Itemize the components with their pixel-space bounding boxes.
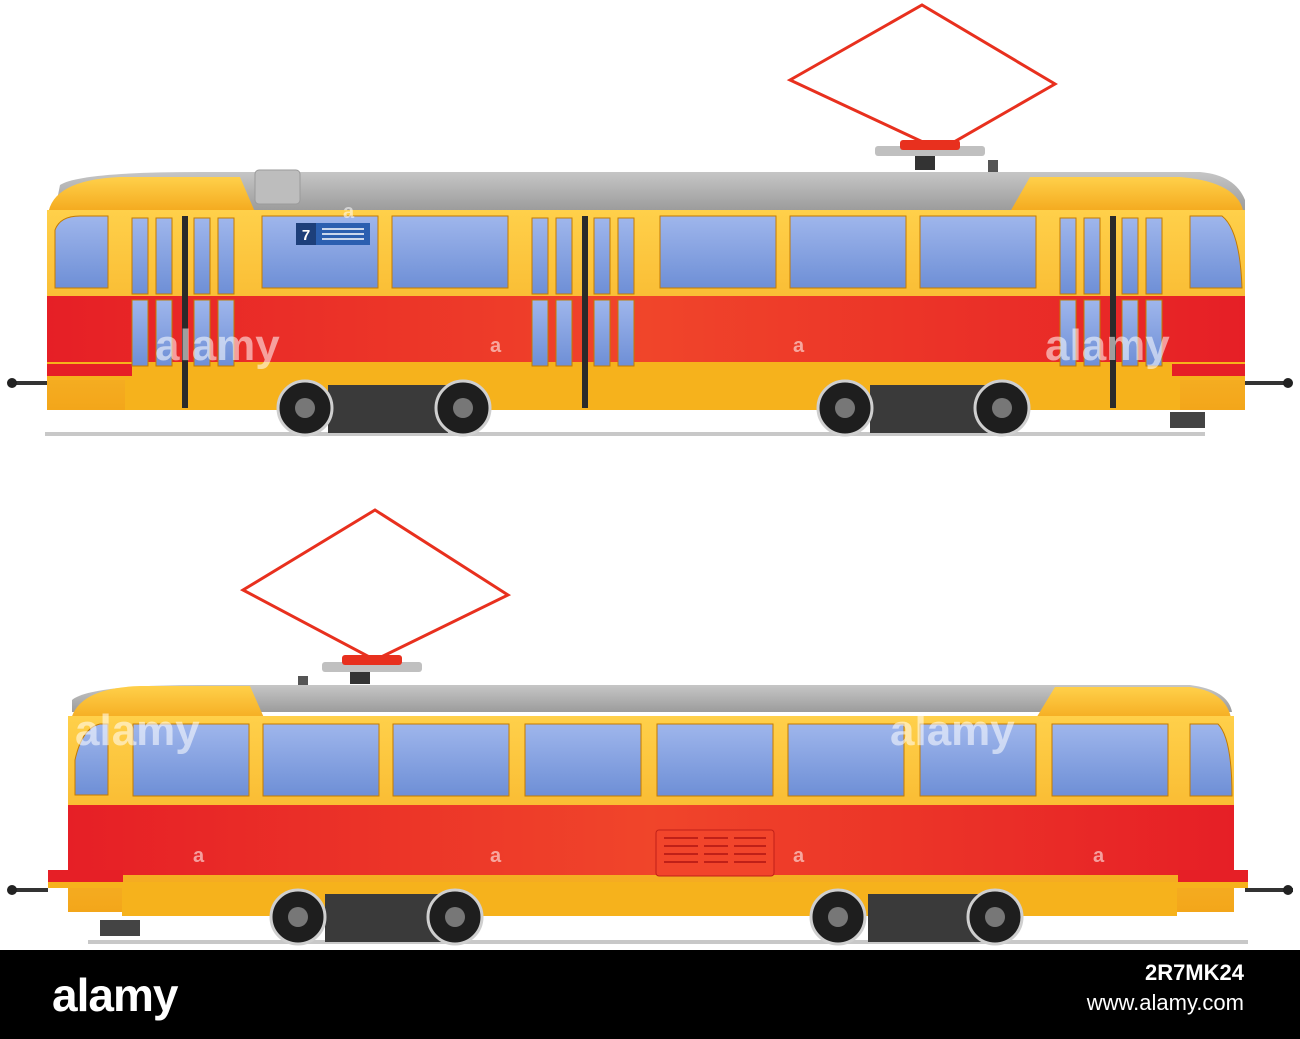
- tram-bottom: [7, 508, 1293, 946]
- watermark-text: alamy: [890, 706, 1015, 755]
- windows-bottom: [74, 723, 1233, 797]
- bogie-left-top: [276, 379, 492, 437]
- track-line: [45, 432, 1205, 436]
- site-url: www.alamy.com: [1086, 990, 1244, 1015]
- watermark-mark: a: [343, 201, 355, 223]
- watermark-mark: a: [490, 335, 502, 357]
- doors-top: [131, 216, 1163, 408]
- bogie-right-top: [816, 379, 1031, 437]
- brand-logo: alamy: [52, 969, 178, 1021]
- coupler-right: [1245, 885, 1293, 895]
- image-caption: 2R7MK24 www.alamy.com: [1087, 960, 1244, 1016]
- tram-top: 7: [7, 3, 1293, 437]
- body-red-band: [47, 296, 1245, 364]
- roof: [55, 172, 1245, 210]
- watermark-text: alamy: [75, 706, 200, 755]
- body-red-band: [68, 805, 1234, 875]
- image-id: 2R7MK24: [1144, 960, 1244, 985]
- coupler-left: [7, 378, 48, 388]
- pantograph-top: [786, 3, 1058, 172]
- watermark: alamy alamy alamy alamy a a a a a a a a: [75, 201, 1170, 867]
- bogie-right-bottom: [809, 888, 1024, 946]
- track-line: [88, 940, 1248, 944]
- watermark-mark: a: [793, 335, 805, 357]
- watermark-mark: a: [793, 845, 805, 867]
- watermark-mark: a: [1093, 845, 1105, 867]
- watermark-mark: a: [193, 845, 205, 867]
- vent-grille: [655, 829, 775, 877]
- route-number: 7: [302, 227, 310, 244]
- tram-illustration: 7: [7, 3, 1293, 946]
- watermark-text: alamy: [1045, 321, 1170, 370]
- pantograph-bottom: [239, 508, 512, 686]
- watermark-mark: a: [490, 845, 502, 867]
- watermark-mark: a: [343, 613, 355, 635]
- watermark-text: alamy: [155, 321, 280, 370]
- bogie-left-bottom: [269, 888, 484, 946]
- windows-top: [54, 215, 1243, 289]
- footer-bar: alamy 2R7MK24 www.alamy.com: [0, 950, 1300, 1039]
- route-sign: 7: [296, 223, 370, 245]
- coupler-right: [1240, 378, 1293, 388]
- coupler-left: [7, 885, 48, 895]
